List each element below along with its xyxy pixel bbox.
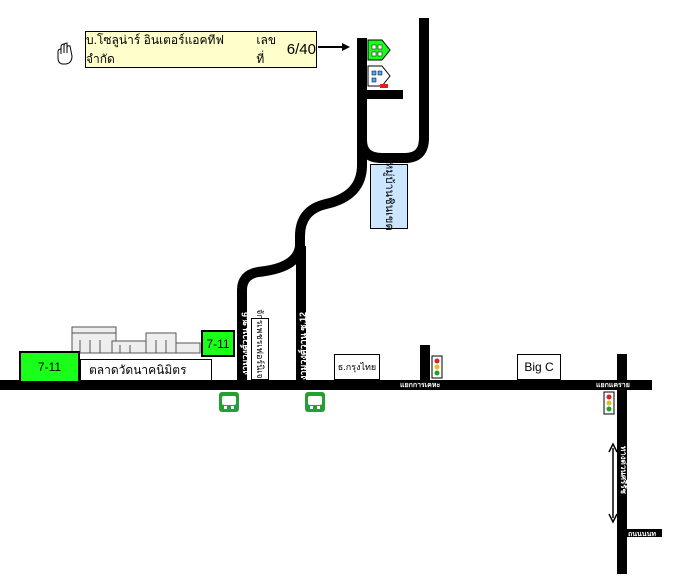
soi-12-label: งามวงศ์วาน ซ.12 (298, 312, 308, 380)
market-label: ตลาดวัดนาคนิมิตร (89, 362, 187, 377)
shop-box: จักรเพชรเฟอร์นิเจอร์ (251, 309, 269, 389)
soi-6-road (237, 38, 367, 382)
expressway-bracket (608, 442, 618, 524)
soi-12-road (296, 246, 306, 382)
company-number: 6/40 (286, 41, 316, 58)
village-box: หมู่บ้านชินเขต (370, 162, 408, 231)
right-road (617, 354, 627, 574)
side-road-bottom (622, 529, 662, 537)
intersection-2-label: แยกแคราย (596, 382, 630, 389)
bigc-box: Big C (517, 354, 561, 380)
callout-arrow-head (342, 43, 350, 51)
market-label-box: ตลาดวัดนาคนิมิตร (80, 359, 212, 381)
shop-label: จักรเพชรเฟอร์นิเจอร์ (255, 309, 265, 389)
neighbor-building-icon (367, 65, 391, 88)
traffic-light-icon (603, 391, 615, 415)
bank-box: ธ.กรุงไทย (334, 354, 380, 380)
company-callout: บ.โซลูน่าร์ อินเตอร์แอคทีฟ จำกัด เลขที่ … (85, 31, 317, 68)
company-number-prefix: เลขที่ (256, 32, 277, 66)
hand-pointer-icon (57, 42, 73, 65)
seven-eleven-mid: 7-11 (201, 330, 235, 357)
office-building-icon (367, 39, 391, 61)
road-label: ถนนนนท (628, 531, 656, 538)
company-name: บ.โซลูน่าร์ อินเตอร์แอคทีฟ จำกัด (86, 32, 224, 66)
seven-eleven-left: 7-11 (19, 351, 80, 383)
bus-stop-icon (305, 392, 325, 412)
traffic-light-icon (420, 345, 443, 381)
seven-eleven-mid-label: 7-11 (206, 336, 230, 351)
office-branch-road (365, 90, 403, 99)
intersection-1-label: แยกการเคหะ (400, 382, 441, 389)
bigc-label: Big C (524, 360, 554, 374)
soi-6-label: งามวงศ์วาน ซ.6 (240, 312, 250, 375)
market-building-icon (71, 326, 201, 354)
bank-label: ธ.กรุงไทย (337, 362, 377, 372)
main-road (0, 380, 652, 390)
village-label: หมู่บ้านชินเขต (383, 162, 395, 231)
village-road (357, 18, 429, 163)
bus-stop-icon (219, 392, 239, 412)
expressway-label: ทางด่วนศรีรัช (619, 446, 628, 494)
seven-eleven-left-label: 7-11 (37, 360, 62, 374)
